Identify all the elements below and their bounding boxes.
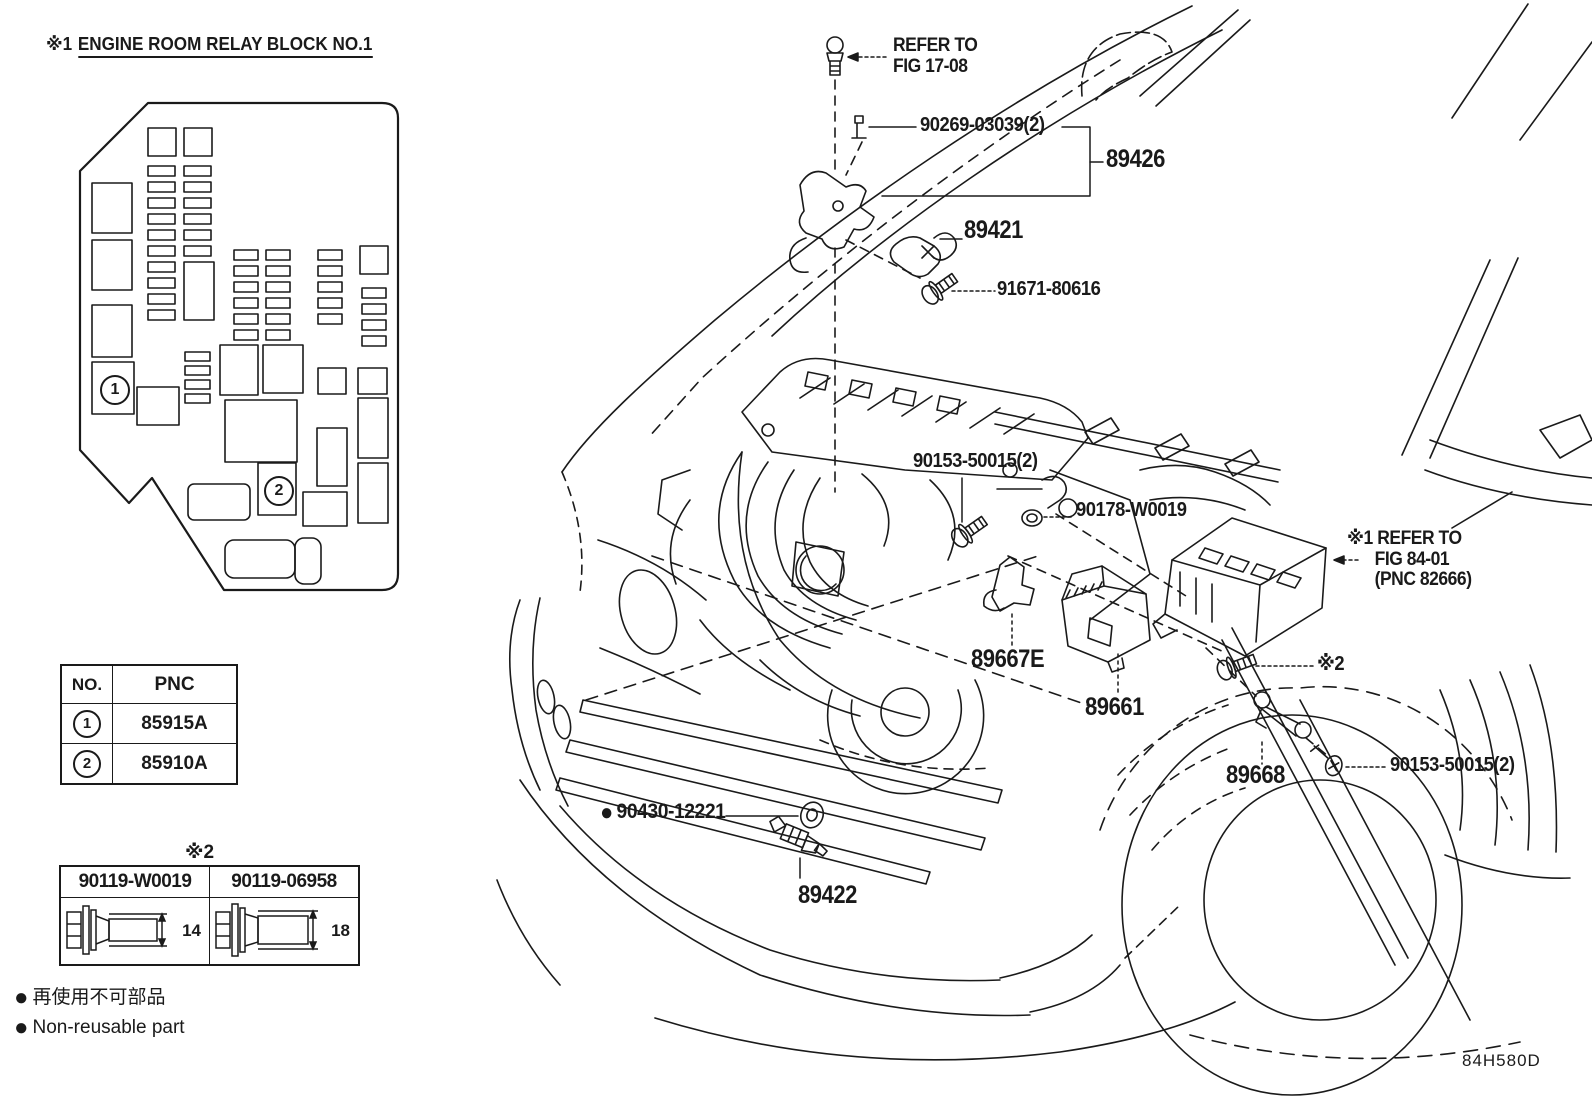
non-reusable-bullet-icon: ●: [14, 1014, 29, 1041]
pnc-table: NO. PNC 1 85915A 2 85910A: [60, 664, 238, 785]
fusebox-callout-1: 1: [100, 375, 130, 405]
sensor-89421-icon: [889, 232, 958, 278]
nut-col1-part: 90119-W0019: [61, 867, 209, 898]
refer-fig-84-01-line3: (PNC 82666): [1374, 569, 1472, 591]
nut-col-2: 90119-06958 18: [210, 867, 358, 964]
legend-en: ●Non-reusable part: [14, 1014, 185, 1041]
fusebox-callout-2: 2: [264, 476, 294, 506]
pnc-row1-value: 85915A: [141, 712, 208, 734]
pnc-row1-no: 1: [73, 709, 101, 738]
ball-stud-icon: [826, 36, 844, 76]
legend-jp: ●再使用不可部品: [14, 984, 166, 1011]
table-row: 1 85915A: [62, 703, 236, 743]
inset-title-marker: ※1: [46, 34, 73, 54]
callout-91671-80616: 91671-80616: [997, 278, 1101, 300]
nut-table-marker: ※2: [185, 842, 215, 863]
bolt-90153-top-icon: [950, 515, 989, 548]
callout-89667E: 89667E: [971, 645, 1045, 673]
callout-marker-2: ※2: [1317, 653, 1345, 675]
fusebox-drawing: [78, 101, 400, 592]
callout-89422: 89422: [798, 881, 857, 909]
nut-table: 90119-W0019 14 90119-06958: [59, 865, 360, 966]
bolt-91671-icon: [921, 272, 959, 305]
refer-fig-84-01-line1: ※1 REFER TO: [1347, 528, 1462, 549]
callout-90430-12221: ●90430-12221: [600, 799, 726, 826]
non-reusable-bullet-icon: ●: [14, 984, 29, 1011]
callout-90269-03039: 90269-03039(2): [920, 114, 1045, 136]
drawing-code: 84H580D: [1462, 1051, 1541, 1070]
pnc-row2-no: 2: [73, 749, 101, 778]
non-reusable-bullet-icon: ●: [600, 799, 613, 826]
callout-90153-50015-top: 90153-50015(2): [913, 450, 1038, 472]
callout-89668: 89668: [1226, 761, 1285, 789]
front-wheel: [1099, 664, 1571, 1096]
nut-col-1: 90119-W0019 14: [61, 867, 210, 964]
engine-drawing: [657, 357, 1281, 795]
table-row: 2 85910A: [62, 743, 236, 783]
callout-89426: 89426: [1106, 145, 1165, 173]
link-89668-icon: [1253, 691, 1312, 739]
callout-90153-50015-right: 90153-50015(2): [1390, 754, 1515, 776]
refer-fig-17-08-line1: REFER TO: [893, 35, 978, 56]
ecu-drawing: [1061, 565, 1151, 673]
refer-fig-17-08-line2: FIG 17-08: [893, 55, 968, 77]
sensor-89422-icon: [769, 815, 828, 857]
assembly-dashed-lines: [834, 79, 1329, 757]
pnc-header-pnc: PNC: [154, 673, 195, 695]
callout-90178-W0019: 90178-W0019: [1076, 499, 1187, 521]
bolt-drawing-14: [66, 905, 167, 955]
nut-col2-part: 90119-06958: [210, 867, 358, 898]
pnc-header-no: NO.: [62, 666, 113, 703]
bolt-drawing-18: [215, 903, 318, 957]
inset-title-text: ENGINE ROOM RELAY BLOCK NO.1: [77, 34, 373, 58]
nut-col2-dim: 18: [331, 921, 350, 940]
refer-fig-17-08: REFER TO FIG 17-08: [893, 35, 978, 77]
nut-col1-dim: 14: [182, 921, 201, 940]
callout-89421: 89421: [964, 216, 1023, 244]
callout-89661: 89661: [1085, 693, 1144, 721]
refer-fig-84-01: ※1 REFER TO FIG 84-01 (PNC 82666): [1347, 528, 1472, 591]
refer-fig-84-01-line2: FIG 84-01: [1374, 548, 1450, 570]
oring-90430-icon: [799, 801, 825, 829]
bolt-star2-icon: [1216, 653, 1258, 681]
refer-fig-84-01-marker: ※1: [1347, 528, 1373, 549]
relay-block-drawing: [1152, 517, 1327, 657]
fuse-slots: [147, 165, 387, 404]
pnc-row2-value: 85910A: [141, 752, 208, 774]
bolt-90153-right-icon: [1309, 744, 1343, 777]
stud-bolt-90269-icon: [851, 115, 867, 139]
bracket-89667E-icon: [982, 556, 1035, 612]
car-body-outline: [496, 3, 1592, 1061]
grommet-90178-icon: [1021, 509, 1043, 527]
pnc-table-header-row: NO. PNC: [62, 666, 236, 703]
bracket-89426-icon: [789, 170, 875, 274]
leader-lines: [725, 52, 1388, 879]
